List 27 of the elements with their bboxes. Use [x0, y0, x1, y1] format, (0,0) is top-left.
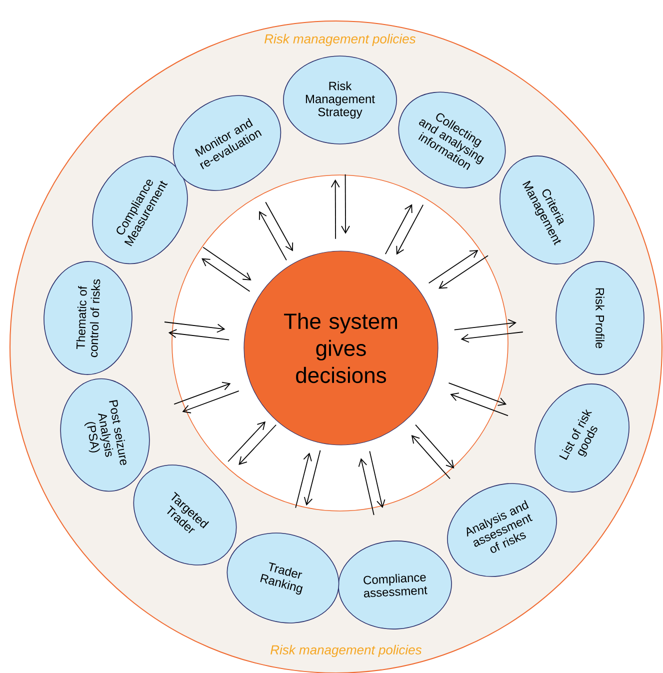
arrow: [454, 319, 517, 330]
arrow: [341, 174, 350, 234]
arrow: [258, 211, 287, 261]
ring-label: Risk management policies: [270, 644, 422, 658]
arrow: [330, 179, 340, 240]
arrow: [168, 329, 230, 340]
arrow: [396, 204, 424, 255]
arrow: [202, 258, 250, 292]
arrow: [265, 202, 294, 252]
arrow: [358, 458, 374, 516]
arrow: [450, 392, 508, 416]
arrow: [202, 246, 252, 280]
arrow: [182, 390, 240, 414]
arrow: [384, 204, 412, 255]
arrow: [415, 424, 454, 468]
arrow: [238, 424, 276, 465]
arrow: [438, 255, 488, 289]
arrow: [295, 452, 312, 508]
arrow: [164, 322, 226, 333]
arrow: [369, 450, 386, 508]
arrow: [460, 332, 524, 343]
arrow: [411, 435, 450, 480]
arrow: [228, 421, 266, 462]
arrow: [448, 382, 507, 406]
arrow: [428, 250, 478, 284]
arrow: [304, 450, 321, 506]
arrow: [174, 382, 231, 405]
